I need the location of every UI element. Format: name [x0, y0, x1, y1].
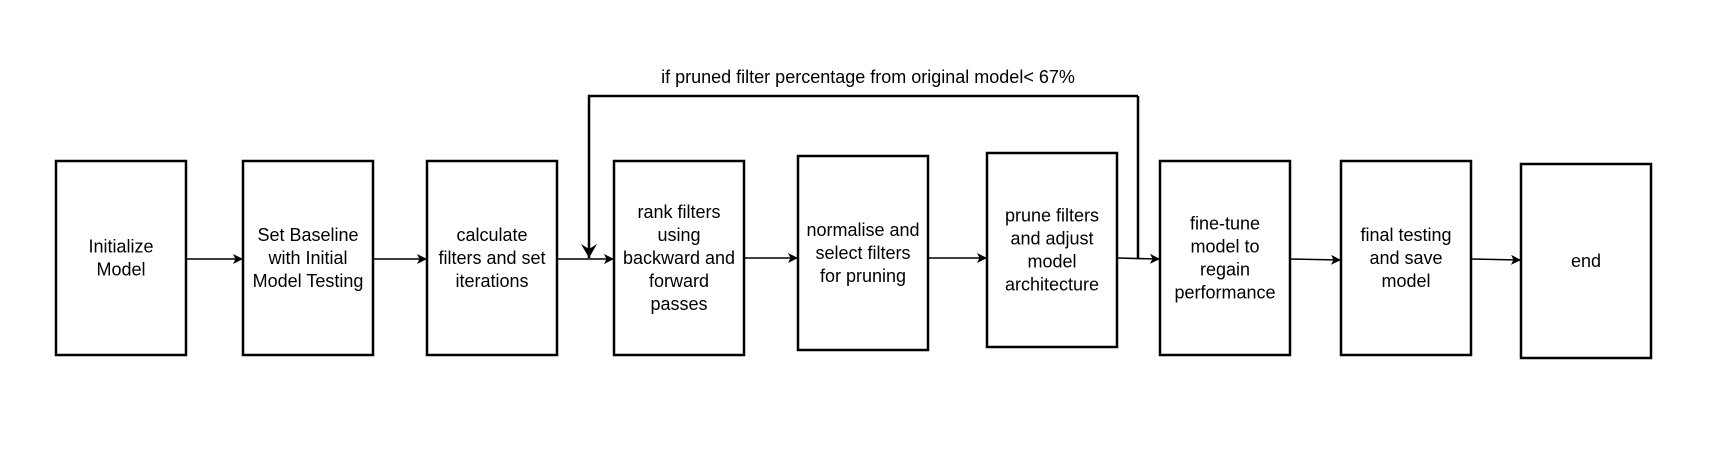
- process-box-label: fine-tune: [1190, 214, 1260, 234]
- process-box-label: iterations: [455, 271, 528, 291]
- process-box-label: Model Testing: [253, 271, 364, 291]
- process-box-border: [1519, 162, 1653, 360]
- process-box-label: for pruning: [820, 266, 906, 286]
- process-box-border: [796, 154, 930, 352]
- process-box-label: using: [657, 225, 700, 245]
- process-box: prune filters and adjust model architecture: [985, 151, 1119, 349]
- process-box-label: Set Baseline: [257, 225, 358, 245]
- process-box: calculate filters and set iterations: [425, 159, 559, 357]
- process-box-border: [54, 159, 188, 357]
- flow-arrow: [1470, 254, 1521, 265]
- process-box: fine-tune model to regain performance: [1158, 159, 1292, 357]
- process-box-label: filters and set: [438, 248, 545, 268]
- process-box-label: forward: [649, 271, 709, 291]
- process-box: end: [1519, 162, 1653, 360]
- process-box-label: model: [1027, 252, 1076, 272]
- process-box-label: select filters: [815, 243, 910, 263]
- process-box-label: with Initial: [267, 248, 347, 268]
- process-box-label: prune filters: [1005, 206, 1099, 226]
- process-box-label: backward and: [623, 248, 735, 268]
- process-box-label: and save: [1369, 248, 1442, 268]
- process-box-label: final testing: [1360, 225, 1451, 245]
- loop-condition-label: if pruned filter percentage from origina…: [661, 67, 1075, 87]
- process-box-label: performance: [1174, 283, 1275, 303]
- process-box-border: [1339, 159, 1473, 357]
- process-box-border: [1158, 159, 1292, 357]
- process-box-label: model to: [1190, 237, 1259, 257]
- process-box-label: Model: [96, 260, 145, 280]
- process-box-border: [985, 151, 1119, 349]
- process-box: normalise and select filters for pruning: [796, 154, 930, 352]
- process-box-label: end: [1571, 251, 1601, 271]
- process-box-label: passes: [650, 294, 707, 314]
- process-box-border: [612, 159, 746, 357]
- process-box-label: calculate: [456, 225, 527, 245]
- process-box-label: and adjust: [1010, 229, 1093, 249]
- process-box-label: model: [1381, 271, 1430, 291]
- loop-back-arrow: [589, 94, 1140, 259]
- process-box-label: rank filters: [637, 202, 720, 222]
- process-box-border: [241, 159, 375, 357]
- process-box-label: architecture: [1005, 275, 1099, 295]
- flow-arrow: [1289, 254, 1341, 265]
- process-box: final testing and save model: [1339, 159, 1473, 357]
- process-box-label: normalise and: [806, 220, 919, 240]
- process-box-border: [425, 159, 559, 357]
- process-box-label: regain: [1200, 260, 1250, 280]
- loop-back-connector: if pruned filter percentage from origina…: [589, 67, 1140, 259]
- process-box: rank filters using backward and forward pass…: [612, 159, 746, 357]
- process-box-label: Initialize: [88, 237, 153, 257]
